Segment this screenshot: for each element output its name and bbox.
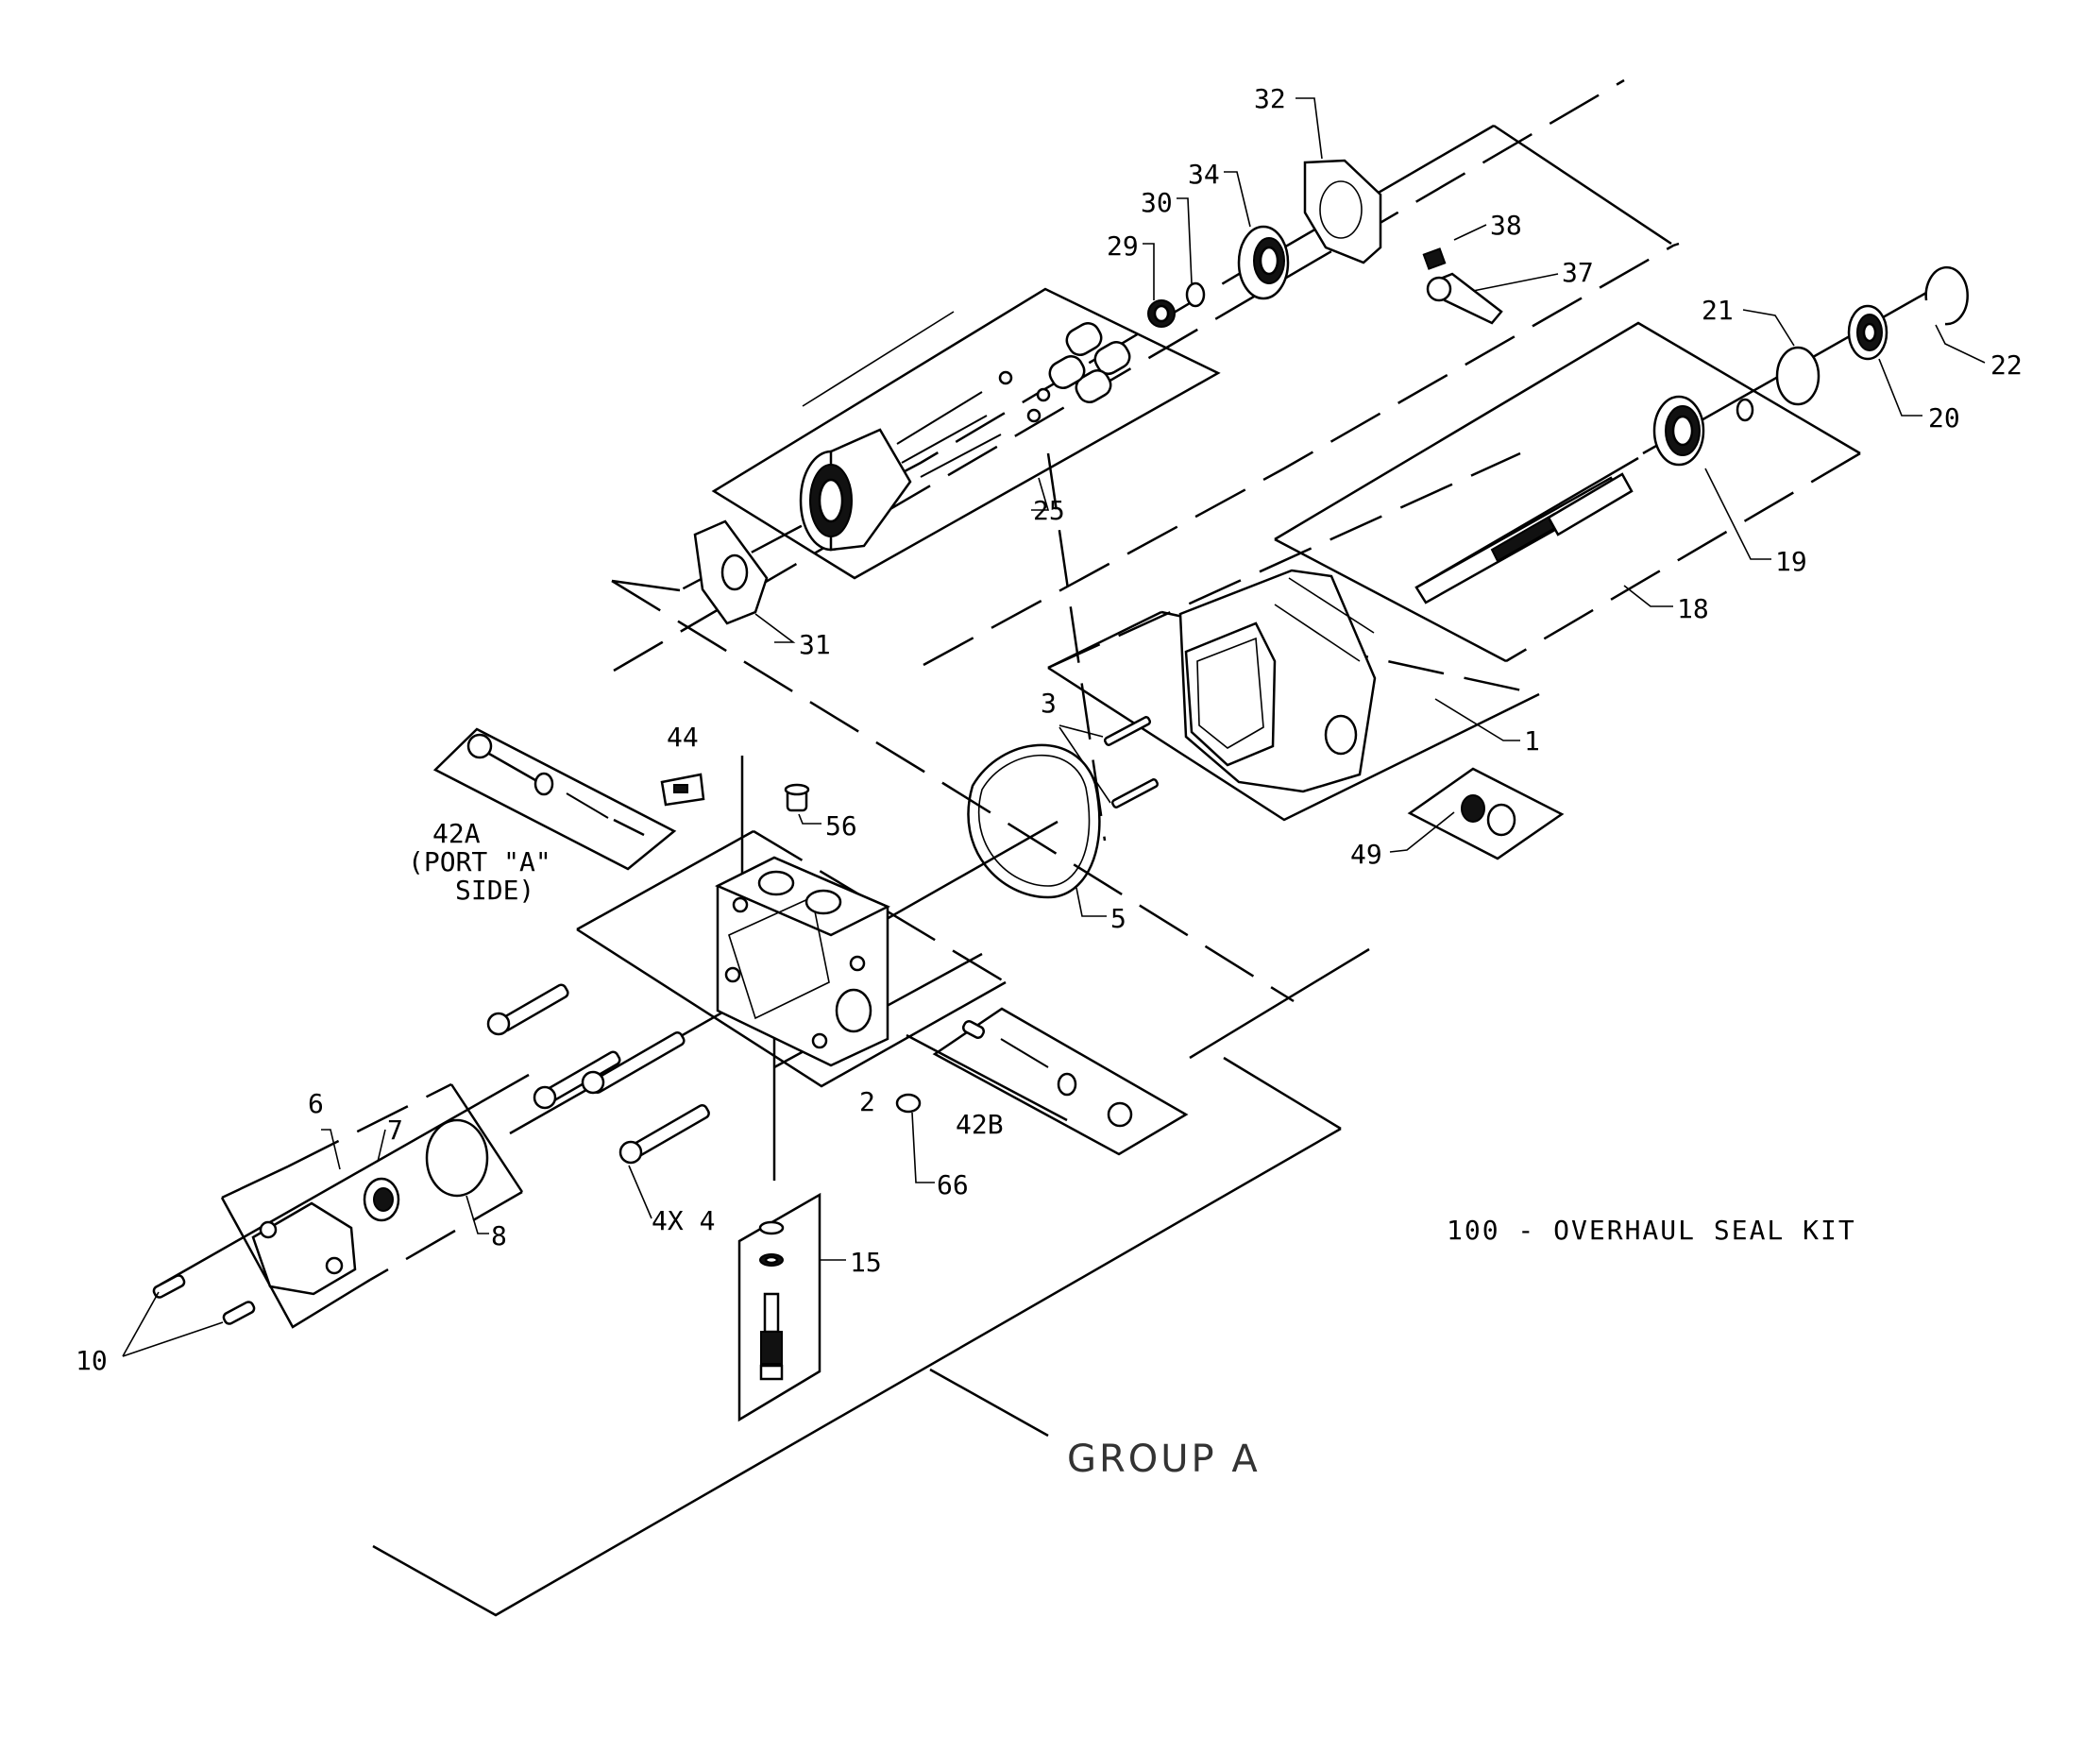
part-8-o-ring xyxy=(425,1118,489,1198)
part-38-block xyxy=(1422,247,1447,270)
callout-66: 66 xyxy=(937,1169,969,1200)
part-18-shaft xyxy=(1414,472,1634,604)
callout-8: 8 xyxy=(491,1220,507,1251)
kit-box-25 xyxy=(711,287,1221,580)
callout-22: 22 xyxy=(1990,349,2023,381)
part-49-seal xyxy=(1461,794,1516,837)
callout-10: 10 xyxy=(76,1345,108,1376)
part-32-cradle xyxy=(1303,159,1382,264)
callout-4: 4X 4 xyxy=(652,1205,715,1236)
callout-18: 18 xyxy=(1677,593,1709,624)
callout-44: 44 xyxy=(667,722,699,753)
kit-box-6 xyxy=(220,1082,524,1329)
callout-30: 30 xyxy=(1141,187,1173,218)
part-22-retaining-ring xyxy=(1924,265,1969,326)
kit-box-15 xyxy=(737,1192,821,1422)
callout-29: 29 xyxy=(1107,230,1139,262)
callout-56: 56 xyxy=(825,810,857,842)
callout-21: 21 xyxy=(1702,295,1734,326)
part-4-bolts xyxy=(486,983,710,1165)
part-31-plate xyxy=(693,519,769,625)
part-56-plug xyxy=(784,783,810,812)
callout-38: 38 xyxy=(1490,210,1522,241)
callout-42a-line2: (PORT "A" xyxy=(408,846,551,877)
callout-25: 25 xyxy=(1033,495,1065,526)
part-20-seal xyxy=(1847,304,1888,361)
part-1-housing xyxy=(1178,569,1377,793)
callout-19: 19 xyxy=(1775,546,1807,577)
part-42b-relief-valve xyxy=(961,1020,1133,1128)
callout-3: 3 xyxy=(1041,688,1057,719)
callout-7: 7 xyxy=(387,1115,403,1146)
callout-5: 5 xyxy=(1110,903,1126,934)
callout-20: 20 xyxy=(1928,402,1960,434)
callout-42b: 42B xyxy=(956,1109,1004,1140)
part-37-pin xyxy=(1426,272,1503,325)
kit-box-42b xyxy=(932,1007,1189,1156)
kit-box-49 xyxy=(1407,767,1565,860)
part-44-insert xyxy=(673,784,688,793)
seal-kit-note: 100 - OVERHAUL SEAL KIT xyxy=(1447,1215,1856,1246)
leader-lines xyxy=(122,97,1986,1357)
part-19-bearing xyxy=(1652,395,1705,467)
group-a-outline xyxy=(372,1056,1342,1617)
part-2-end-cap xyxy=(715,856,890,1067)
part-7-plate xyxy=(363,1177,400,1222)
callout-6: 6 xyxy=(308,1088,324,1119)
callout-labels: 32 34 30 29 38 37 21 22 20 19 18 25 31 3… xyxy=(76,83,2023,1376)
kit-box-2 xyxy=(576,829,1007,1088)
callout-34: 34 xyxy=(1188,159,1220,190)
part-66-plug xyxy=(895,1093,922,1114)
callout-2: 2 xyxy=(859,1086,875,1117)
part-15-valve xyxy=(758,1220,785,1381)
callout-37: 37 xyxy=(1562,257,1594,288)
callout-15: 15 xyxy=(850,1247,882,1278)
kit-box-44 xyxy=(660,773,705,807)
part-5-gasket xyxy=(967,743,1101,899)
callout-1: 1 xyxy=(1524,725,1540,757)
callout-31: 31 xyxy=(799,629,831,660)
part-34-seal xyxy=(1237,225,1290,300)
part-25-rotating-group xyxy=(799,322,1131,552)
callout-42a-line1: 42A xyxy=(432,818,481,849)
part-21-ring xyxy=(1775,346,1821,406)
axis-lines xyxy=(160,78,1927,1286)
part-6-cover xyxy=(251,1201,357,1296)
kit-box-18 xyxy=(1047,321,1861,670)
part-30-ring xyxy=(1185,281,1206,308)
part-10-screws xyxy=(152,1274,256,1325)
kit-box-42a xyxy=(432,727,677,871)
callout-32: 32 xyxy=(1254,83,1286,114)
part-o-ring-shaft xyxy=(1736,398,1754,422)
callout-42a-line3: SIDE) xyxy=(455,875,534,906)
main-housing-kit-outline xyxy=(611,124,1680,1003)
part-29-spring xyxy=(1147,299,1176,328)
part-3-pins xyxy=(1103,716,1160,808)
part-42a-relief-valve xyxy=(466,733,645,837)
callout-49: 49 xyxy=(1350,839,1382,870)
group-a-label: GROUP A xyxy=(1067,1438,1261,1481)
